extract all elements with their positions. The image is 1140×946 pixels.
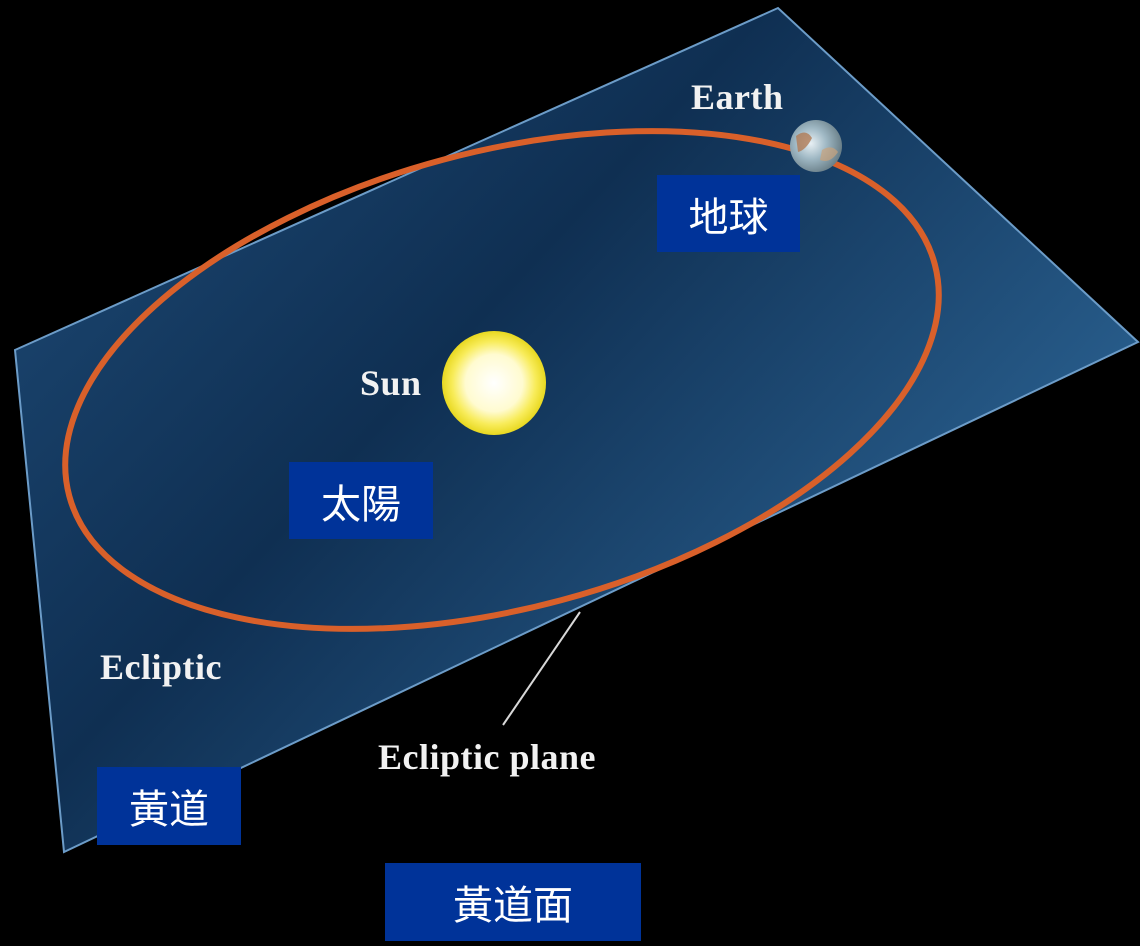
ecliptic-label: Ecliptic — [100, 647, 222, 687]
earth-icon — [790, 120, 842, 172]
ecliptic-plane-translation-box: 黃道面 — [385, 863, 641, 941]
ecliptic-translation-box: 黃道 — [97, 767, 241, 845]
earth-translation-box: 地球 — [657, 175, 800, 252]
ecliptic-plane-pointer — [502, 611, 581, 726]
sun-label: Sun — [360, 363, 422, 403]
sun-translation-box: 太陽 — [289, 462, 433, 539]
ecliptic-plane-shape — [13, 6, 1140, 854]
ecliptic-plane-label: Ecliptic plane — [378, 737, 597, 777]
earth-label: Earth — [691, 77, 784, 117]
sun-icon — [442, 331, 546, 435]
earth-orbit — [62, 128, 942, 632]
